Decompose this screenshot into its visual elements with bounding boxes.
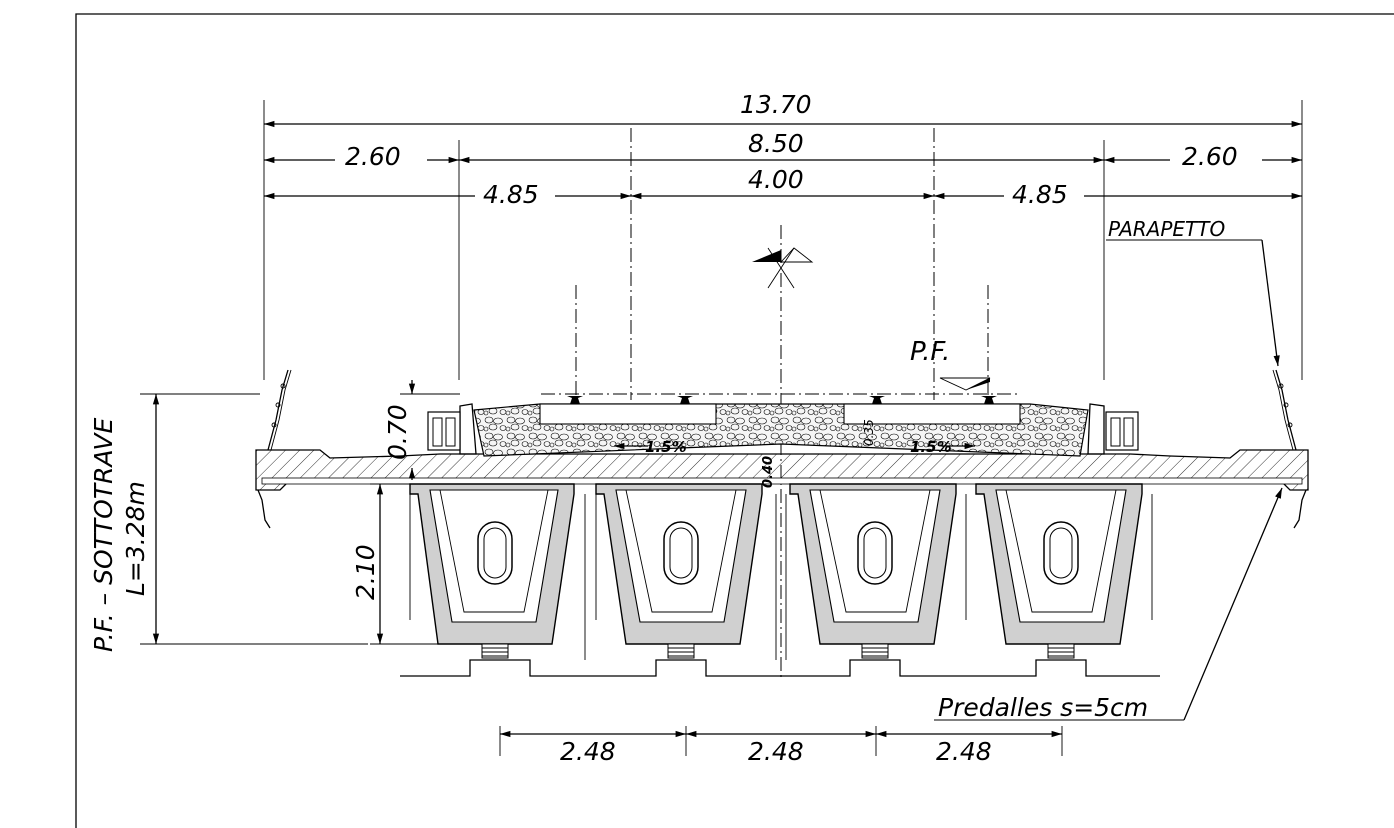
dim-slab-thickness: 0.70 (383, 404, 412, 460)
clearance-dimension: P.F. – SOTTOTRAVE L=3.28m (89, 393, 368, 652)
sheet-frame (75, 13, 1394, 828)
dim-right-cantilever: 2.60 (1182, 142, 1238, 171)
dim-left-cantilever: 2.60 (345, 142, 401, 171)
parapet-left (267, 369, 292, 451)
right-cantilever-edge (1293, 489, 1307, 529)
rails (567, 396, 997, 404)
beams (409, 483, 1153, 660)
dim-beam-spacing-3: 2.48 (936, 737, 992, 766)
predalle-strip (261, 477, 1303, 485)
center-axes (541, 128, 1020, 680)
parapet-label: PARAPETTO (1108, 217, 1225, 241)
center-thickness-label: 0.40 (761, 456, 776, 488)
slope-right-label: 1.5% (910, 438, 952, 456)
rail-level-marker (939, 377, 991, 391)
dimension-row-3: 4.85 4.00 4.85 (264, 165, 1302, 209)
dim-track-spacing: 4.00 (748, 165, 804, 194)
rail-level-label: P.F. (910, 337, 950, 367)
dim-deck-width: 8.50 (748, 129, 804, 158)
dimension-total: 13.70 (264, 90, 1302, 128)
ballast-depth-label: 0.35 (862, 419, 876, 446)
beam-1 (409, 483, 575, 645)
sleeper-right (843, 403, 1021, 425)
left-cantilever-edge (257, 489, 271, 529)
beam-4 (975, 483, 1153, 645)
slope-right: 1.5% (910, 438, 975, 456)
clearance-label-2: L=3.28m (121, 481, 150, 596)
symmetry-symbol (752, 247, 814, 289)
predalles-label: Predalles s=5cm (938, 693, 1148, 722)
sleeper-left (539, 403, 717, 425)
bearings (481, 643, 1075, 659)
dim-beam-spacing-2: 2.48 (748, 737, 804, 766)
slope-left-label: 1.5% (645, 438, 687, 456)
dimension-row-2: 2.60 8.50 2.60 (264, 129, 1302, 171)
cable-trough-right (1105, 411, 1139, 451)
beam-2 (595, 483, 763, 645)
clearance-label-1: P.F. – SOTTOTRAVE (89, 418, 118, 652)
dim-beam-height: 2.10 (351, 544, 380, 600)
slope-left: 1.5% (614, 438, 687, 456)
parapet-right (1272, 369, 1297, 451)
dim-total-width: 13.70 (740, 90, 812, 119)
parapet-callout: PARAPETTO (1106, 217, 1280, 367)
beam-3 (789, 483, 967, 645)
extension-lines (263, 100, 1303, 380)
beam-height-dimension: 2.10 (351, 483, 440, 645)
dim-left-to-track: 4.85 (483, 180, 539, 209)
ballast-wall-right (1087, 403, 1105, 455)
cable-trough-left (427, 411, 461, 451)
dim-track-to-right: 4.85 (1012, 180, 1068, 209)
dim-beam-spacing-1: 2.48 (560, 737, 616, 766)
predalles-callout: Predalles s=5cm (934, 487, 1283, 722)
pier-cap (400, 659, 1160, 677)
ballast-wall-left (459, 403, 477, 455)
slab-thickness-dimension: 0.70 (383, 380, 460, 480)
beam-spacing-dimension: 2.48 2.48 2.48 (499, 726, 1063, 766)
